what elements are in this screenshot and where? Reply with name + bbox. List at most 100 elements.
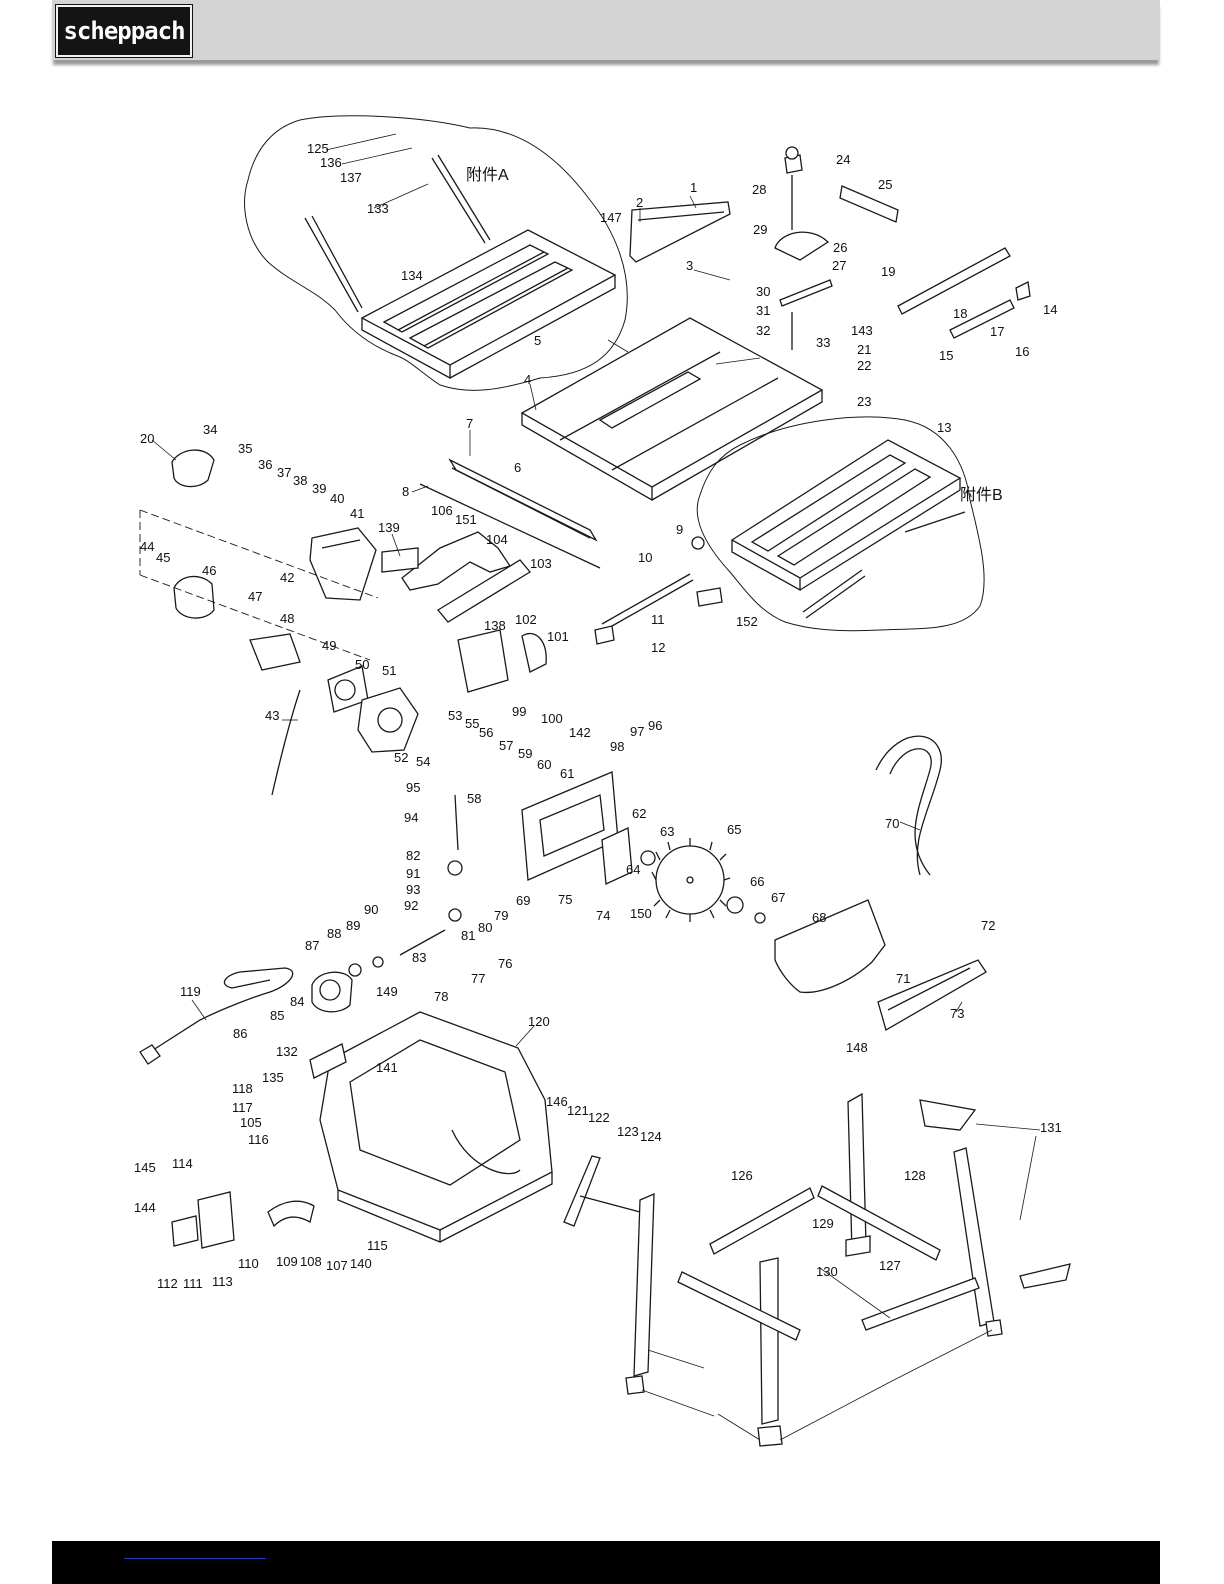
part-label-152: 152: [736, 614, 758, 629]
part-label-103: 103: [530, 556, 552, 571]
part-label-18: 18: [953, 306, 967, 321]
part-label-132: 132: [276, 1044, 298, 1059]
power-cord: [149, 967, 294, 1053]
part-label-137: 137: [340, 170, 362, 185]
saw-blade: [651, 838, 731, 922]
part-label-16: 16: [1015, 344, 1029, 359]
part-label-64: 64: [626, 862, 640, 877]
part-label-129: 129: [812, 1216, 834, 1231]
part-label-42: 42: [280, 570, 294, 585]
part-label-6: 6: [514, 460, 521, 475]
part-label-1: 1: [690, 180, 697, 195]
part-label-35: 35: [238, 441, 252, 456]
part-label-58: 58: [467, 791, 481, 806]
part-label-125: 125: [307, 141, 329, 156]
part-label-60: 60: [537, 757, 551, 772]
part-label-128: 128: [904, 1168, 926, 1183]
saw-stand: [625, 1092, 1071, 1447]
part-label-26: 26: [833, 240, 847, 255]
part-label-106: 106: [431, 503, 453, 518]
part-label-99: 99: [512, 704, 526, 719]
part-label-55: 55: [465, 716, 479, 731]
fence-rail-7: [448, 458, 598, 542]
part-label-140: 140: [350, 1256, 372, 1271]
part-label-5: 5: [534, 333, 541, 348]
part-label-71: 71: [896, 971, 910, 986]
part-label-57: 57: [499, 738, 513, 753]
part-label-87: 87: [305, 938, 319, 953]
part-label-41: 41: [350, 506, 364, 521]
part-label-92: 92: [404, 898, 418, 913]
part-label-81: 81: [461, 928, 475, 943]
group-label-a: 附件A: [466, 166, 509, 184]
part-label-63: 63: [660, 824, 674, 839]
part-label-13: 13: [937, 420, 951, 435]
part-label-75: 75: [558, 892, 572, 907]
part-label-22: 22: [857, 358, 871, 373]
part-label-116: 116: [248, 1132, 269, 1147]
part-label-31: 31: [756, 303, 770, 318]
part-label-40: 40: [330, 491, 344, 506]
part-label-36: 36: [258, 457, 272, 472]
part-label-105: 105: [240, 1115, 262, 1130]
part-label-130: 130: [816, 1264, 838, 1279]
part-label-123: 123: [617, 1124, 639, 1139]
part-label-98: 98: [610, 739, 624, 754]
part-label-74: 74: [596, 908, 610, 923]
part-label-48: 48: [280, 611, 294, 626]
part-label-96: 96: [648, 718, 662, 733]
footer-bar: [52, 1541, 1160, 1584]
part-label-9: 9: [676, 522, 683, 537]
part-label-83: 83: [412, 950, 426, 965]
part-label-56: 56: [479, 725, 493, 740]
part-label-66: 66: [750, 874, 764, 889]
part-label-76: 76: [498, 956, 512, 971]
part-label-17: 17: [990, 324, 1004, 339]
part-label-34: 34: [203, 422, 217, 437]
part-label-95: 95: [406, 780, 420, 795]
part-label-148: 148: [846, 1040, 868, 1055]
header-bar: [52, 0, 1160, 60]
part-label-25: 25: [878, 177, 892, 192]
part-label-70: 70: [885, 816, 899, 831]
part-label-86: 86: [233, 1026, 247, 1041]
part-label-107: 107: [326, 1258, 348, 1273]
motor-assembly: [171, 449, 419, 796]
footer-link-underline: [124, 1558, 266, 1559]
part-label-126: 126: [731, 1168, 753, 1183]
part-label-80: 80: [478, 920, 492, 935]
part-label-33: 33: [816, 335, 830, 350]
part-label-100: 100: [541, 711, 563, 726]
part-label-51: 51: [382, 663, 396, 678]
part-label-102: 102: [515, 612, 537, 627]
part-label-65: 65: [727, 822, 741, 837]
part-label-94: 94: [404, 810, 418, 825]
dust-hose: [875, 735, 942, 876]
base-cabinet: [309, 1011, 553, 1243]
part-label-149: 149: [376, 984, 398, 999]
handle: [563, 1155, 601, 1227]
part-label-136: 136: [320, 155, 342, 170]
part-label-146: 146: [546, 1094, 568, 1109]
riving-knife-104: [401, 531, 512, 591]
part-label-53: 53: [448, 708, 462, 723]
part-label-124: 124: [640, 1129, 662, 1144]
switch-box: [197, 1191, 235, 1249]
part-label-84: 84: [290, 994, 304, 1009]
part-label-28: 28: [752, 182, 766, 197]
part-label-93: 93: [406, 882, 420, 897]
part-label-110: 110: [238, 1256, 259, 1271]
part-label-45: 45: [156, 550, 170, 565]
part-label-47: 47: [248, 589, 262, 604]
leader-lines: [151, 133, 1041, 1441]
part-label-142: 142: [569, 725, 591, 740]
part-label-127: 127: [879, 1258, 901, 1273]
part-label-143: 143: [851, 323, 873, 338]
part-label-54: 54: [416, 754, 430, 769]
part-label-43: 43: [265, 708, 279, 723]
part-label-10: 10: [638, 550, 652, 565]
rip-fence: [897, 247, 1011, 315]
part-label-117: 117: [232, 1100, 253, 1115]
part-label-11: 11: [651, 612, 665, 627]
